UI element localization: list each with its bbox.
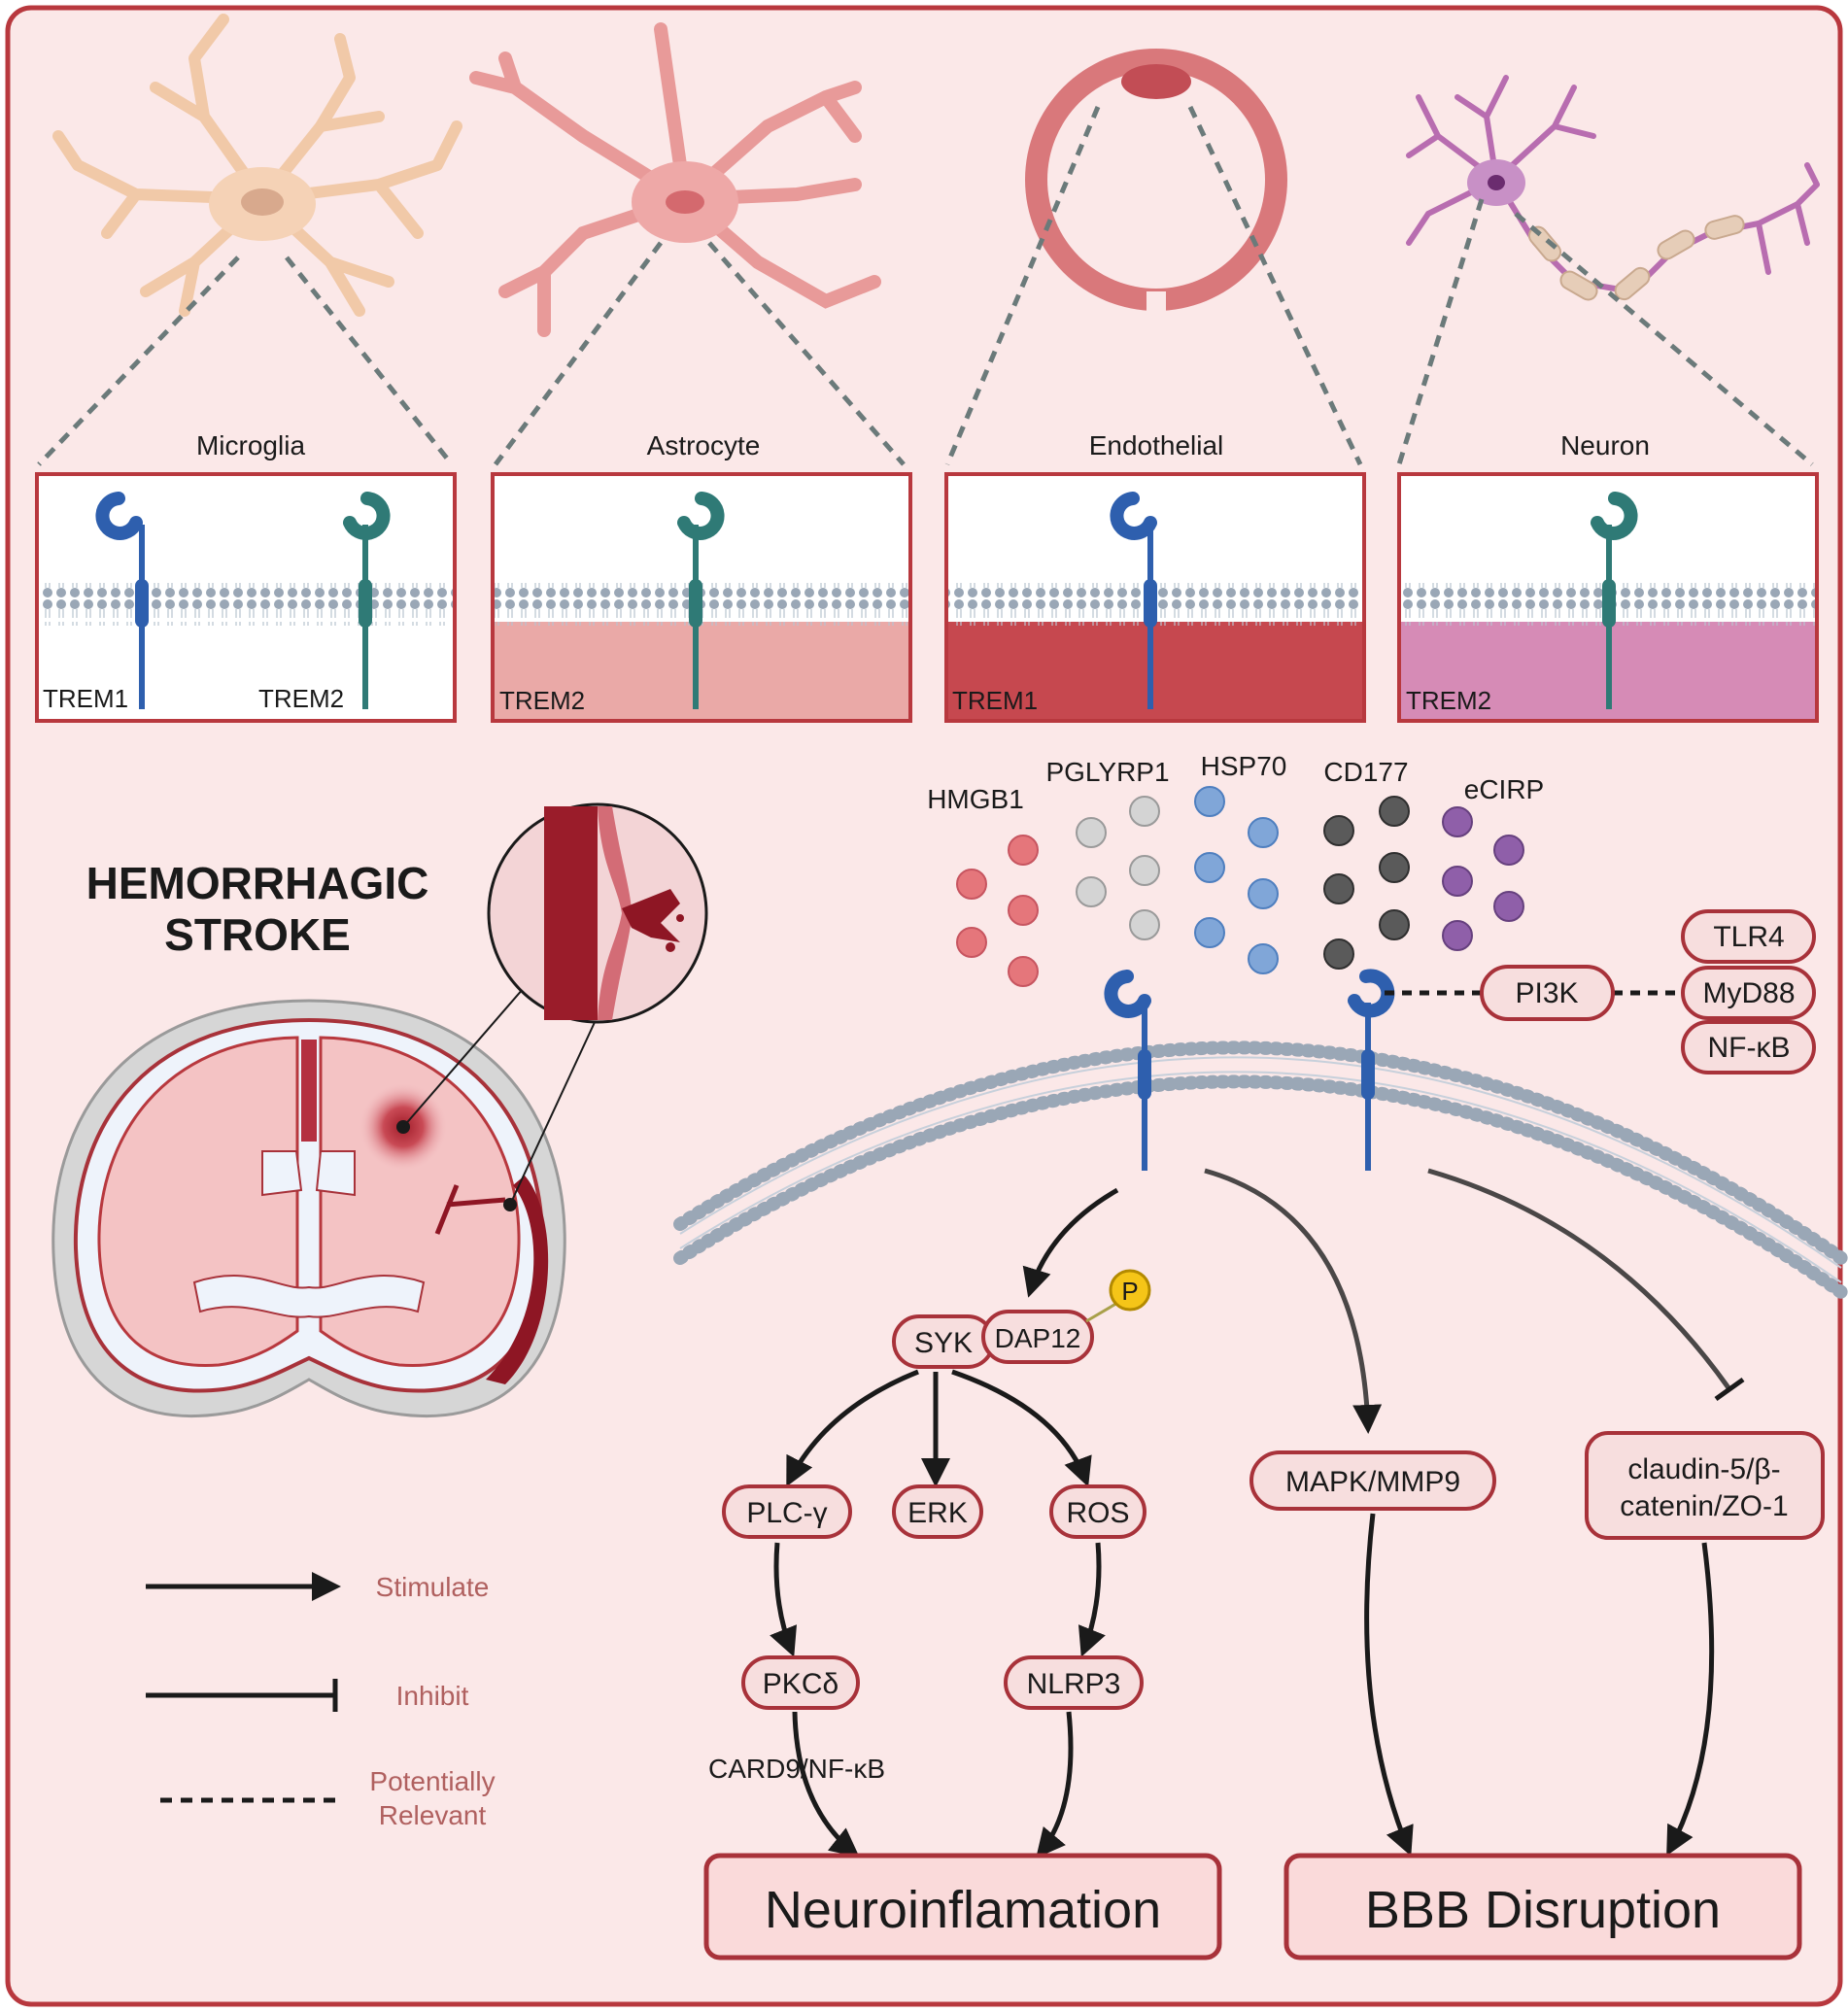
legend-potential-label-2: Relevant: [379, 1800, 487, 1830]
svg-text:ROS: ROS: [1066, 1497, 1129, 1529]
pill-syk: SYK: [892, 1314, 995, 1369]
svg-text:PKCδ: PKCδ: [763, 1668, 838, 1700]
phospho-link: [1085, 1300, 1120, 1323]
svg-text:claudin-5/β-: claudin-5/β-: [1627, 1453, 1780, 1485]
zoom-lines: [37, 105, 1814, 466]
trem2-label-neuron: TREM2: [1406, 686, 1491, 715]
outcome-bbb-disruption: BBB Disruption: [1283, 1853, 1802, 1961]
panel-astrocyte: TREM2: [491, 472, 912, 723]
box-claudin: claudin-5/β- catenin/ZO-1: [1585, 1431, 1825, 1540]
svg-text:MAPK/MMP9: MAPK/MMP9: [1285, 1466, 1460, 1498]
svg-text:catenin/ZO-1: catenin/ZO-1: [1620, 1490, 1788, 1522]
phospho-badge: P: [1109, 1269, 1151, 1312]
ligand-label-hsp70: HSP70: [1201, 751, 1287, 781]
pill-ros: ROS: [1049, 1484, 1146, 1539]
svg-text:DAP12: DAP12: [995, 1323, 1081, 1353]
svg-text:NLRP3: NLRP3: [1027, 1668, 1121, 1700]
legend-inhibit-label: Inhibit: [396, 1681, 469, 1711]
svg-text:NF-κB: NF-κB: [1708, 1032, 1791, 1064]
stroke-title-line2: STROKE: [164, 909, 351, 960]
inhibit-bar-claudin: [1714, 1377, 1745, 1402]
label-astrocyte: Astrocyte: [647, 430, 761, 460]
panel-microglia: TREM1 TREM2: [35, 472, 457, 723]
svg-text:PLC-γ: PLC-γ: [746, 1497, 827, 1529]
svg-text:SYK: SYK: [914, 1327, 973, 1359]
plasma-membrane: [673, 1040, 1848, 1299]
legend: Stimulate Inhibit Potentially Relevant: [146, 1572, 496, 1830]
ligand-dots-pglyrp1: [1076, 796, 1160, 940]
label-endothelial: Endothelial: [1089, 430, 1224, 460]
svg-text:TLR4: TLR4: [1713, 921, 1784, 953]
pill-myd88: MyD88: [1681, 966, 1816, 1020]
ligand-label-pglyrp1: PGLYRP1: [1045, 757, 1169, 787]
arrow-claudin-bbb: [1666, 1542, 1715, 1857]
myelin-sheath: [1527, 215, 1745, 301]
panel-neuron: TREM2: [1397, 472, 1819, 723]
svg-text:PI3K: PI3K: [1515, 977, 1578, 1009]
label-card9-nfkb: CARD9/NF-κB: [708, 1754, 885, 1784]
ligand-label-cd177: CD177: [1323, 757, 1408, 787]
trem1-label-endothelial: TREM1: [952, 686, 1038, 715]
ligand-dots-hmgb1: [956, 835, 1039, 987]
svg-text:MyD88: MyD88: [1702, 977, 1795, 1009]
zoom-inset-vessel: [402, 802, 708, 1206]
stroke-title-line1: HEMORRHAGIC: [86, 858, 429, 908]
pill-nfkb-upper: NF-κB: [1681, 1020, 1816, 1074]
inhibit-receptor-claudin: [1427, 1168, 1732, 1391]
trem2-receptor-astrocyte: [677, 492, 725, 540]
astrocyte-illustration: [469, 22, 881, 337]
brain-cross-section: [51, 999, 566, 1418]
pill-dap12: DAP12: [981, 1310, 1094, 1364]
trem2-receptor-neuron: [1591, 492, 1638, 540]
pill-pkcd: PKCδ: [741, 1655, 860, 1710]
trem1-label-microglia: TREM1: [43, 684, 128, 713]
label-neuron: Neuron: [1560, 430, 1650, 460]
svg-text:ERK: ERK: [907, 1497, 968, 1529]
panel-endothelial: TREM1: [944, 472, 1366, 723]
pill-mapk: MAPK/MMP9: [1249, 1450, 1496, 1511]
legend-stimulate-label: Stimulate: [376, 1572, 490, 1602]
pill-nlrp3: NLRP3: [1004, 1655, 1144, 1710]
trem2-receptor-microglia: [343, 492, 391, 540]
pill-tlr4: TLR4: [1681, 909, 1816, 964]
ligand-dots-ecirp: [1442, 806, 1524, 951]
ligand-label-hmgb1: HMGB1: [927, 784, 1024, 814]
arrow-receptor-dap12: [1022, 1187, 1119, 1298]
pill-plcg: PLC-γ: [722, 1484, 852, 1539]
legend-potential-label-1: Potentially: [369, 1766, 495, 1796]
trem1-receptor-endothelial: [1110, 492, 1157, 540]
ligand-dots-cd177: [1323, 796, 1410, 970]
arrow-mapk-bbb: [1364, 1513, 1414, 1857]
endothelial-vessel-illustration: [1025, 49, 1287, 319]
pill-pi3k: PI3K: [1480, 965, 1615, 1021]
trem1-receptor-membrane-left: [1104, 970, 1151, 1171]
trem2-label-astrocyte: TREM2: [499, 686, 585, 715]
arrow-pkcd-neuroinflammation: [792, 1711, 860, 1858]
trem1-receptor-membrane-right: [1348, 969, 1395, 1171]
trem2-label-microglia: TREM2: [258, 684, 344, 713]
arrow-syk-ros: [951, 1369, 1092, 1487]
svg-text:BBB Disruption: BBB Disruption: [1365, 1881, 1721, 1939]
arrow-nlrp3-neuroinflammation: [1036, 1711, 1074, 1859]
arrow-plcg-pkcd: [770, 1542, 798, 1657]
arrow-ros-nlrp3: [1078, 1542, 1106, 1657]
trem1-receptor-microglia: [95, 492, 143, 540]
outcome-neuroinflammation: Neuroinflamation: [703, 1853, 1222, 1961]
svg-text:Neuroinflamation: Neuroinflamation: [765, 1881, 1161, 1939]
ligand-label-ecirp: eCIRP: [1464, 774, 1544, 804]
ligand-dots-hsp70: [1194, 786, 1279, 974]
arrow-receptor-mapk: [1204, 1168, 1383, 1434]
pill-erk: ERK: [892, 1484, 983, 1539]
microglia-illustration: [52, 14, 462, 317]
svg-text:P: P: [1121, 1277, 1138, 1306]
arrow-syk-plcg: [786, 1369, 919, 1487]
label-microglia: Microglia: [196, 430, 305, 460]
